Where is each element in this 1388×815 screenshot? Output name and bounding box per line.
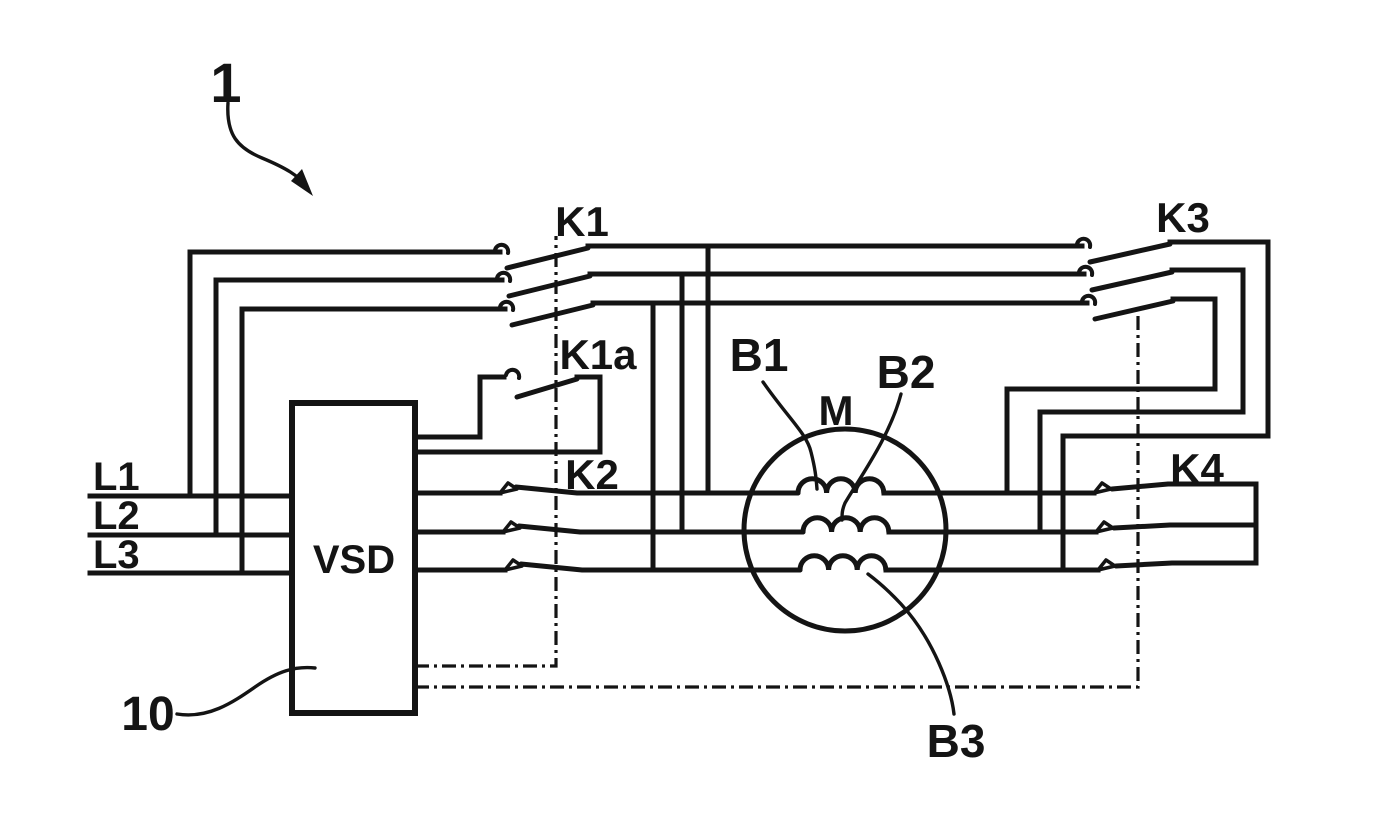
motor-winding-1 [795,476,887,496]
k2-contactor [412,481,806,573]
contact-hook-icon [504,367,522,380]
contact-blade [513,484,801,496]
leader-b3 [866,572,956,716]
contact-blade [518,561,803,573]
bypass-bus-wiring [585,243,1090,573]
label-b1: B1 [730,329,789,381]
motor-winding-3 [797,553,889,573]
contact-blade [1092,298,1176,322]
leader-b1 [761,380,819,491]
contact-hook-icon [503,558,524,572]
k3-contactor [1004,236,1271,573]
contact-blade [1113,560,1259,569]
label-l1: L1 [93,455,140,499]
label-drive-ref: 10 [121,688,174,741]
delta-link-middle [1037,267,1246,535]
label-b2: B2 [877,346,936,398]
contact-blade [506,273,593,299]
vsd-box [289,400,418,716]
delta-link-outer [1060,239,1271,573]
label-motor: M [819,387,854,434]
contact-hook-icon [1077,264,1095,277]
contact-hook-icon [501,520,522,534]
riser-l1-to-k1 [187,249,503,499]
control-line-k3-k4 [415,315,1140,689]
contact-blade [504,245,591,271]
leader-b2 [840,392,903,522]
diagram-labels: 1 10 VSD M K1 K1a K2 K3 K4 B1 B2 B3 L1 L… [93,51,1224,767]
contact-hook-icon [1096,558,1117,572]
label-vsd: VSD [313,538,395,582]
control-linkages [415,236,1140,689]
contact-blade [1111,522,1259,531]
k1-contactor [493,242,596,328]
k1a-contact [412,367,603,455]
contact-blade [516,523,806,535]
riser-l3-to-k1 [239,306,508,576]
contact-blade [514,376,580,400]
label-k1: K1 [555,198,609,245]
label-l2: L2 [93,494,140,538]
label-b3: B3 [927,715,986,767]
contact-hook-icon [493,242,511,255]
motor [741,426,1101,634]
control-line-k1-k1a-k2 [415,236,558,668]
contact-hook-icon [498,299,516,312]
k1a-feed [412,374,507,440]
motor-winding-2 [800,515,892,535]
contact-hook-icon [1080,293,1098,306]
label-figure-ref: 1 [210,51,241,114]
leader-drive-ref [175,665,317,717]
label-l3: L3 [93,533,140,577]
mains-wiring [87,249,508,576]
contact-hook-icon [498,481,519,495]
contact-hook-icon [495,270,513,283]
arrowhead-icon [291,169,313,196]
contact-hook-icon [1092,481,1113,495]
reference-leaders [175,101,956,717]
leader-figure-ref [226,101,308,188]
riser-l2-to-k1 [213,277,505,538]
contact-blade [1089,269,1175,293]
label-k2: K2 [565,451,619,498]
vsd-outline [289,400,418,716]
contact-blade [509,302,596,328]
k4-contactor [1092,481,1259,572]
delta-link-inner [1004,296,1218,496]
k1a-return [412,374,603,455]
contact-blade [1087,241,1173,265]
label-k4: K4 [1170,445,1224,492]
label-k1a: K1a [559,331,637,378]
contact-hook-icon [1094,520,1115,534]
contact-hook-icon [1075,236,1093,249]
label-k3: K3 [1156,194,1210,241]
contact-blade [1109,481,1259,492]
